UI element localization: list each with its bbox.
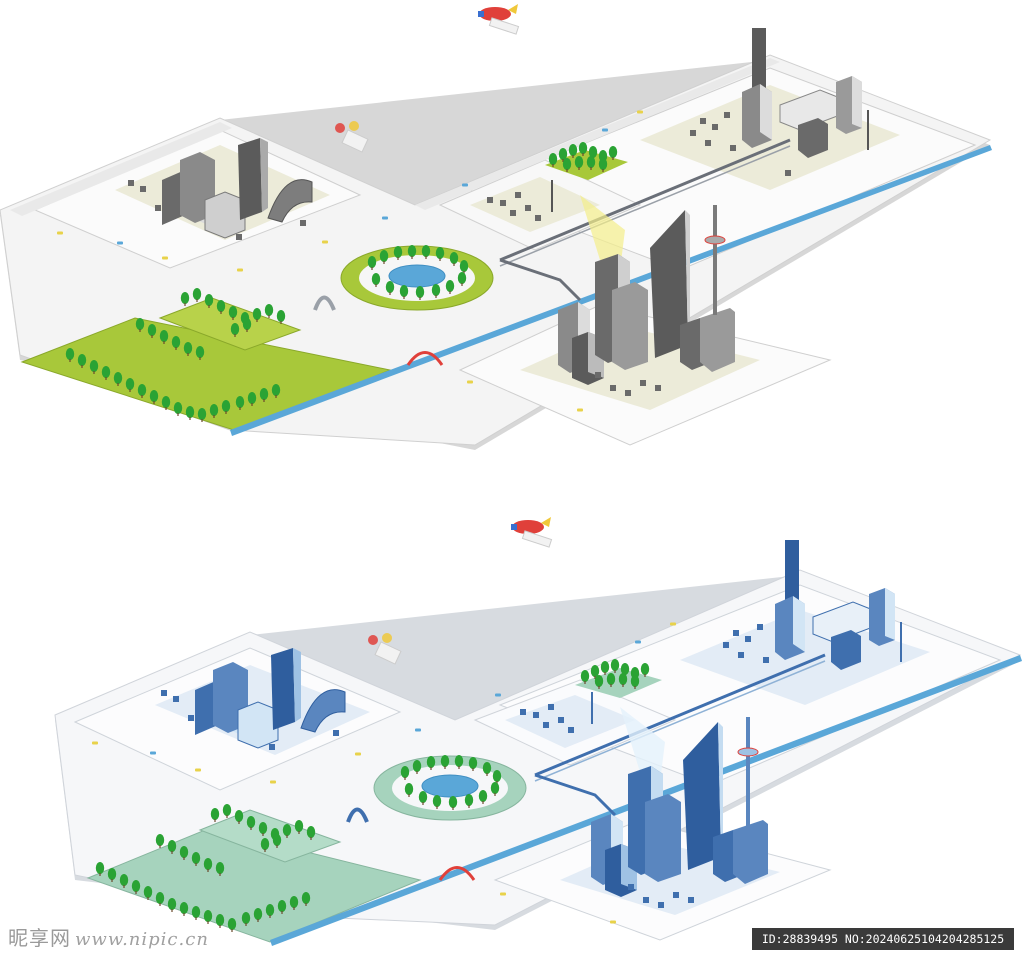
balloons-icon	[368, 633, 402, 665]
watermark-url: www.nipic.cn	[75, 929, 209, 950]
balloons-icon	[335, 121, 369, 153]
top-city-scene	[0, 4, 992, 450]
bottom-city-scene	[54, 517, 1022, 946]
watermark-brand: 昵享网	[8, 926, 71, 950]
image-id-label: ID:28839495 NO:20240625104204285125	[752, 928, 1014, 950]
blimp-icon	[478, 4, 520, 35]
blimp-icon	[511, 517, 553, 548]
